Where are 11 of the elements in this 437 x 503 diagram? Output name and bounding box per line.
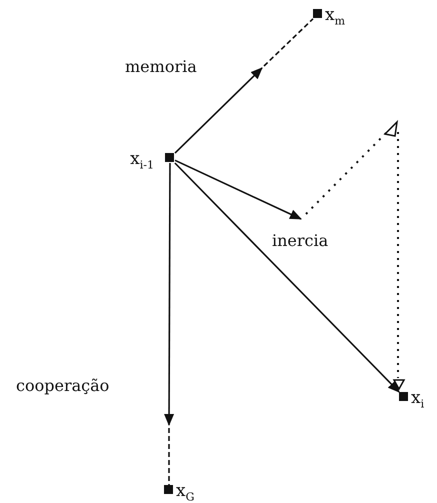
vector-arrow: [164, 163, 174, 426]
point-label: x$_{G}$: [176, 481, 194, 503]
vector-arrow: [174, 162, 400, 393]
vector-arrow: [174, 67, 263, 154]
vector-arrow: [174, 160, 302, 220]
point-label: x$_{m}$: [325, 5, 346, 30]
point-label: x$_{i}$: [411, 388, 424, 412]
dashed-line: [168, 428, 170, 485]
point-label: x$_{i-1}$: [130, 149, 154, 174]
edge-label: cooperação: [16, 377, 110, 395]
dashed-line: [263, 18, 314, 67]
